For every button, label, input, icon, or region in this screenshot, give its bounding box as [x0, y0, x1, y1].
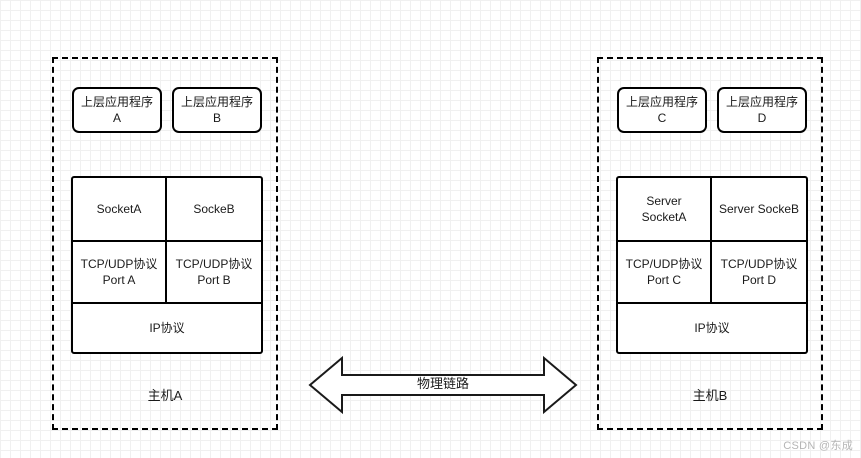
- physical-link-double-arrow-icon: [308, 354, 578, 416]
- app-program-a-label: 上层应用程序A: [80, 95, 153, 125]
- app-program-c-box[interactable]: 上层应用程序C: [617, 87, 707, 133]
- host-b-protocol-stack: Server SocketA Server SockeB TCP/UDP协议 P…: [616, 176, 808, 354]
- app-program-d-label: 上层应用程序D: [725, 95, 798, 125]
- socket-a-label: SocketA: [96, 202, 142, 216]
- host-b-boundary: 上层应用程序C 上层应用程序D Server SocketA Server So…: [597, 57, 823, 430]
- host-a-transport-row: TCP/UDP协议 Port A TCP/UDP协议 Port B: [73, 242, 261, 304]
- app-program-a-box[interactable]: 上层应用程序A: [72, 87, 162, 133]
- app-program-d-box[interactable]: 上层应用程序D: [717, 87, 807, 133]
- app-program-b-box[interactable]: 上层应用程序B: [172, 87, 262, 133]
- host-b-socket-row: Server SocketA Server SockeB: [618, 178, 806, 242]
- transport-port-a-cell[interactable]: TCP/UDP协议 Port A: [73, 242, 167, 302]
- server-socket-b-label: Server SockeB: [718, 202, 800, 216]
- host-a-boundary: 上层应用程序A 上层应用程序B SocketA SockeB TCP/UDP协议…: [52, 57, 278, 430]
- socket-b-label: SockeB: [193, 202, 235, 216]
- host-a-socket-row: SocketA SockeB: [73, 178, 261, 242]
- host-b-network-row: IP协议: [618, 304, 806, 352]
- transport-port-c-cell[interactable]: TCP/UDP协议 Port C: [618, 242, 712, 302]
- transport-port-a-label: TCP/UDP协议 Port A: [80, 257, 158, 287]
- transport-port-b-cell[interactable]: TCP/UDP协议 Port B: [167, 242, 261, 302]
- app-program-c-label: 上层应用程序C: [625, 95, 698, 125]
- watermark: CSDN @东成: [783, 440, 853, 452]
- transport-port-c-label: TCP/UDP协议 Port C: [625, 257, 703, 287]
- socket-a-cell[interactable]: SocketA: [73, 178, 167, 240]
- ip-protocol-label-a: IP协议: [149, 321, 185, 335]
- app-program-b-label: 上层应用程序B: [180, 95, 253, 125]
- transport-port-d-label: TCP/UDP协议 Port D: [720, 257, 798, 287]
- socket-b-cell[interactable]: SockeB: [167, 178, 261, 240]
- transport-port-d-cell[interactable]: TCP/UDP协议 Port D: [712, 242, 806, 302]
- server-socket-a-cell[interactable]: Server SocketA: [618, 178, 712, 240]
- ip-protocol-cell-a[interactable]: IP协议: [73, 304, 261, 352]
- host-a-network-row: IP协议: [73, 304, 261, 352]
- ip-protocol-label-b: IP协议: [694, 321, 730, 335]
- host-b-transport-row: TCP/UDP协议 Port C TCP/UDP协议 Port D: [618, 242, 806, 304]
- host-a-label: 主机A: [147, 388, 183, 403]
- host-b-application-row: 上层应用程序C 上层应用程序D: [617, 87, 807, 133]
- ip-protocol-cell-b[interactable]: IP协议: [618, 304, 806, 352]
- server-socket-b-cell[interactable]: Server SockeB: [712, 178, 806, 240]
- host-a-protocol-stack: SocketA SockeB TCP/UDP协议 Port A TCP/UDP协…: [71, 176, 263, 354]
- host-a-application-row: 上层应用程序A 上层应用程序B: [72, 87, 262, 133]
- transport-port-b-label: TCP/UDP协议 Port B: [175, 257, 253, 287]
- server-socket-a-label: Server SocketA: [641, 194, 687, 224]
- host-b-label: 主机B: [692, 388, 728, 403]
